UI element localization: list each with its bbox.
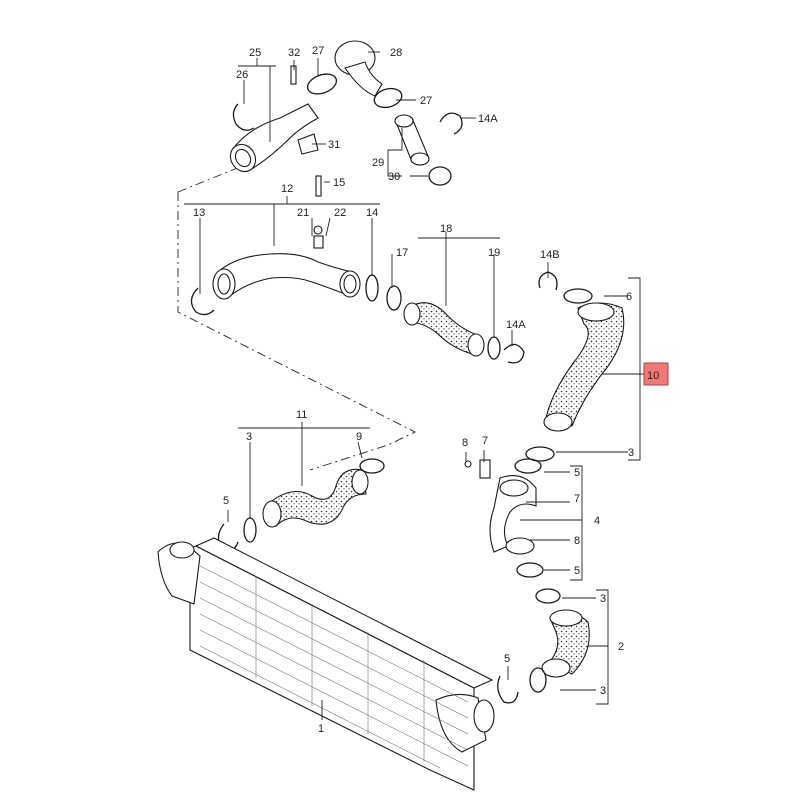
- label-27-right: 27: [420, 95, 432, 107]
- clamp-9: [359, 458, 385, 474]
- clamp-27-upper: [306, 73, 338, 95]
- label-10: 10: [647, 370, 659, 382]
- label-3-right-upper: 3: [628, 447, 634, 459]
- label-28: 28: [390, 47, 402, 59]
- label-30: 30: [388, 171, 400, 183]
- label-5-lower: 5: [504, 653, 510, 665]
- intercooler-fins: [199, 565, 469, 769]
- o-ring-5a: [514, 458, 542, 474]
- part-labels: 25 26 32 27 28 27 14A 31 29 30 15 12 13 …: [193, 45, 669, 735]
- label-31: 31: [328, 139, 340, 151]
- label-6: 6: [626, 291, 632, 303]
- label-2: 2: [618, 641, 624, 653]
- label-22: 22: [334, 207, 346, 219]
- label-17: 17: [396, 247, 408, 259]
- label-1: 1: [318, 723, 324, 735]
- label-7-top: 7: [482, 435, 488, 447]
- callout-10-box: [643, 362, 669, 386]
- sensor-22: [313, 235, 324, 249]
- label-3-right-mid: 3: [600, 593, 606, 605]
- label-27-top: 27: [312, 45, 324, 57]
- o-ring-30: [428, 166, 452, 186]
- clip-26: [232, 103, 255, 131]
- label-19: 19: [488, 247, 500, 259]
- label-3-right-lower: 3: [600, 685, 606, 697]
- intercooler-1: [157, 537, 495, 791]
- label-5-left: 5: [223, 495, 229, 507]
- label-15: 15: [333, 177, 345, 189]
- label-7-right: 7: [574, 493, 580, 505]
- label-5-right-a: 5: [574, 467, 580, 479]
- clip-14a-mid: [503, 343, 525, 364]
- label-9: 9: [356, 431, 362, 443]
- bolt-32: [290, 65, 297, 85]
- label-4: 4: [594, 515, 600, 527]
- label-25: 25: [249, 47, 261, 59]
- sensor-7: [479, 459, 491, 479]
- label-21: 21: [297, 207, 309, 219]
- hose-2: [497, 609, 590, 704]
- clamp-3-right: [525, 446, 555, 462]
- clamp-27-lower: [373, 87, 403, 109]
- clip-5-lower: [497, 675, 519, 704]
- label-5-right-b: 5: [574, 565, 580, 577]
- clamp-3-mid: [535, 588, 561, 604]
- label-3-left: 3: [246, 431, 252, 443]
- clamp-6: [563, 288, 593, 304]
- clamp-19: [487, 336, 501, 360]
- hose-11: [217, 458, 385, 552]
- label-11: 11: [296, 409, 307, 421]
- clamp-3-lower: [529, 667, 547, 693]
- clip-13: [190, 287, 215, 316]
- label-14b: 14B: [540, 249, 560, 261]
- dashdot-connector-lines: [177, 157, 417, 471]
- charge-air-pipe-12: [190, 225, 402, 316]
- nut-21: [313, 225, 323, 235]
- screw-8: [464, 460, 472, 468]
- clamp-3-left: [243, 517, 257, 543]
- pipe-flange-inner: [234, 148, 252, 168]
- leader-lines: [184, 51, 644, 720]
- o-ring-5b: [516, 562, 544, 578]
- bracket-31: [297, 133, 319, 155]
- o-ring-17: [386, 285, 402, 311]
- clamp-14: [365, 274, 379, 302]
- bolt-15: [315, 175, 322, 197]
- label-26: 26: [236, 69, 248, 81]
- label-18: 18: [440, 223, 452, 235]
- label-32: 32: [288, 47, 300, 59]
- hose-10: [525, 271, 625, 462]
- hose-18: [403, 302, 525, 364]
- connector-4-assembly: [464, 458, 561, 604]
- clip-14a-top: [439, 112, 463, 135]
- label-8-right: 8: [574, 535, 580, 547]
- label-14: 14: [366, 207, 378, 219]
- label-12: 12: [281, 183, 293, 195]
- label-14a-top: 14A: [478, 113, 498, 125]
- upper-intake-pipe-assembly: [229, 40, 463, 197]
- label-8-top: 8: [462, 437, 468, 449]
- label-14a-mid: 14A: [506, 319, 526, 331]
- label-13: 13: [193, 207, 205, 219]
- callout-10-highlight: 10: [643, 362, 669, 386]
- label-29: 29: [372, 157, 384, 169]
